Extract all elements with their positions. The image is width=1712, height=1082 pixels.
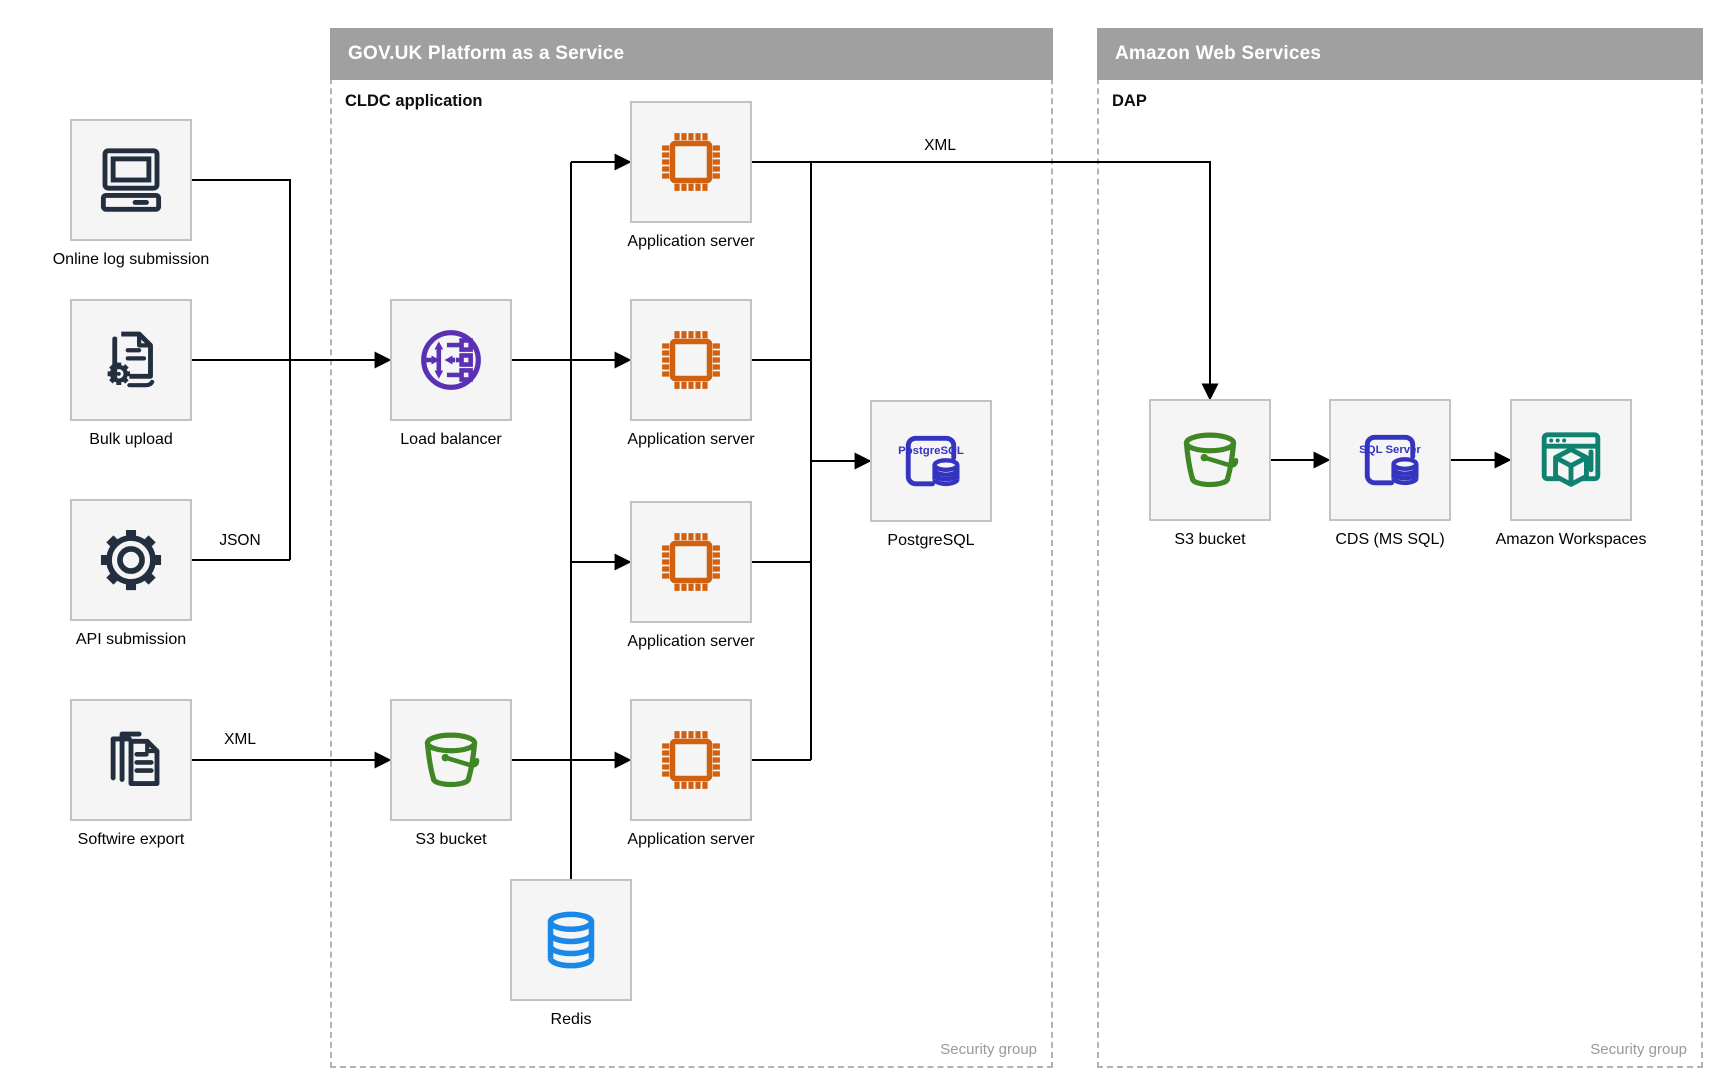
node-application-server-1 [630, 101, 752, 223]
node-label-load-balancer: Load balancer [400, 431, 502, 448]
documents-icon [92, 721, 170, 799]
json-label: JSON [216, 532, 264, 550]
node-label-cds-ms-sql: CDS (MS SQL) [1335, 531, 1445, 548]
svg-text:SQL Server: SQL Server [1359, 444, 1421, 456]
node-bulk-upload [70, 299, 192, 421]
xml-label-softwire: XML [221, 731, 259, 749]
bucket-icon [412, 721, 490, 799]
node-application-server-3 [630, 501, 752, 623]
svg-text:PostgreSQL: PostgreSQL [898, 445, 964, 457]
edge-application-server-1-to-s3-bucket-aws [752, 161, 1219, 401]
node-redis [510, 879, 632, 1001]
node-label-api-submission: API submission [75, 631, 187, 648]
security-group-label: Security group [1590, 1041, 1687, 1058]
node-label-postgresql: PostgreSQL [887, 532, 975, 549]
node-application-server-4 [630, 699, 752, 821]
node-label-application-server-2: Application server [627, 431, 755, 448]
chip-icon [652, 523, 730, 601]
chip-icon [652, 123, 730, 201]
document-gear-icon [92, 321, 170, 399]
redis-db-icon [532, 901, 610, 979]
computer-icon [92, 141, 170, 219]
node-label-s3-bucket-paas: S3 bucket [415, 831, 487, 848]
edge-online-log-submission-to-merge-line [192, 179, 291, 560]
node-label-amazon-workspaces: Amazon Workspaces [1495, 531, 1647, 548]
aws-container: Amazon Web Services DAP Security group [1097, 28, 1703, 1068]
node-s3-bucket-aws [1149, 399, 1271, 521]
sql-server-db-icon: SQL Server [1351, 421, 1429, 499]
chip-icon [652, 721, 730, 799]
bucket-icon [1171, 421, 1249, 499]
node-online-log-submission [70, 119, 192, 241]
node-label-application-server-1: Application server [627, 233, 755, 250]
node-postgresql: PostgreSQL [870, 400, 992, 522]
paas-heading: GOV.UK Platform as a Service [348, 43, 625, 64]
node-cds-ms-sql: SQL Server [1329, 399, 1451, 521]
dap-label: DAP [1112, 92, 1147, 110]
load-balancer-icon [412, 321, 490, 399]
node-s3-bucket-paas [390, 699, 512, 821]
postgresql-db-icon: PostgreSQL [892, 422, 970, 500]
node-label-application-server-3: Application server [627, 633, 755, 650]
node-load-balancer [390, 299, 512, 421]
node-label-softwire-export: Softwire export [77, 831, 185, 848]
node-label-application-server-4: Application server [627, 831, 755, 848]
aws-heading: Amazon Web Services [1115, 43, 1322, 64]
xml-label-top: XML [921, 137, 959, 155]
cldc-application-label: CLDC application [345, 92, 483, 110]
node-softwire-export [70, 699, 192, 821]
node-api-submission [70, 499, 192, 621]
node-application-server-2 [630, 299, 752, 421]
gear-icon [92, 521, 170, 599]
paas-header-bar: GOV.UK Platform as a Service [330, 28, 1053, 80]
chip-icon [652, 321, 730, 399]
node-label-online-log-submission: Online log submission [52, 251, 210, 268]
security-group-label: Security group [940, 1041, 1037, 1058]
aws-header-bar: Amazon Web Services [1097, 28, 1703, 80]
node-amazon-workspaces [1510, 399, 1632, 521]
node-label-redis: Redis [550, 1011, 592, 1028]
paas-container: GOV.UK Platform as a Service CLDC applic… [330, 28, 1053, 1068]
node-label-bulk-upload: Bulk upload [89, 431, 173, 448]
node-label-s3-bucket-aws: S3 bucket [1174, 531, 1246, 548]
workspaces-icon [1532, 421, 1610, 499]
